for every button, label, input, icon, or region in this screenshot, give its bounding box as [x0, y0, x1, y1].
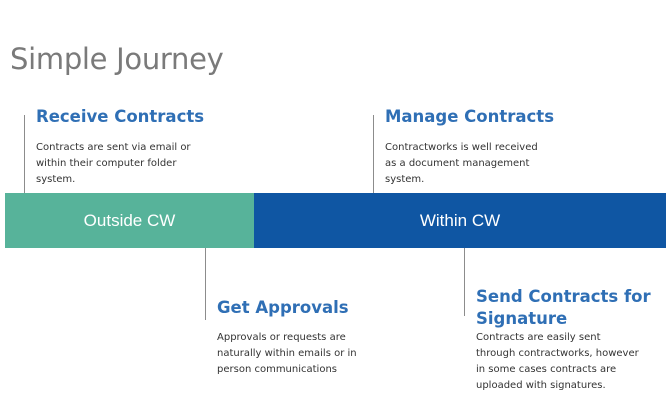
desc-line: Contracts are sent via email or [36, 142, 191, 153]
step-desc-send-contracts: Contracts are easily sent through contra… [476, 330, 639, 394]
timeline-segment-within-cw: Within CW [254, 193, 666, 248]
desc-line: within their computer folder [36, 158, 177, 169]
desc-line: as a document management [385, 158, 530, 169]
connector-line-receive [24, 115, 25, 193]
desc-line: person communications [217, 364, 337, 375]
step-desc-manage-contracts: Contractworks is well received as a docu… [385, 140, 538, 188]
desc-line: in some cases contracts are [476, 364, 617, 375]
page-title: Simple Journey [10, 42, 224, 76]
connector-line-approvals [205, 248, 206, 320]
step-desc-receive-contracts: Contracts are sent via email or within t… [36, 140, 191, 188]
connector-line-send [464, 248, 465, 316]
desc-line: through contractworks, however [476, 348, 639, 359]
desc-line: Contractworks is well received [385, 142, 538, 153]
step-title-receive-contracts: Receive Contracts [36, 107, 205, 126]
step-title-line: Signature [476, 309, 568, 328]
desc-line: uploaded with signatures. [476, 380, 606, 391]
desc-line: Contracts are easily sent [476, 332, 601, 343]
desc-line: naturally within emails or in [217, 348, 357, 359]
connector-line-manage [373, 115, 374, 193]
desc-line: Approvals or requests are [217, 332, 346, 343]
step-title-manage-contracts: Manage Contracts [385, 107, 555, 126]
desc-line: system. [36, 174, 76, 185]
timeline-segment-outside-cw: Outside CW [5, 193, 254, 248]
desc-line: system. [385, 174, 425, 185]
step-title-line: Send Contracts for [476, 287, 651, 306]
step-title-send-contracts: Send Contracts for Signature [476, 286, 651, 330]
step-desc-get-approvals: Approvals or requests are naturally with… [217, 330, 357, 378]
step-title-get-approvals: Get Approvals [217, 298, 349, 317]
timeline-label-within: Within CW [419, 210, 501, 230]
timeline-label-outside: Outside CW [83, 210, 176, 230]
